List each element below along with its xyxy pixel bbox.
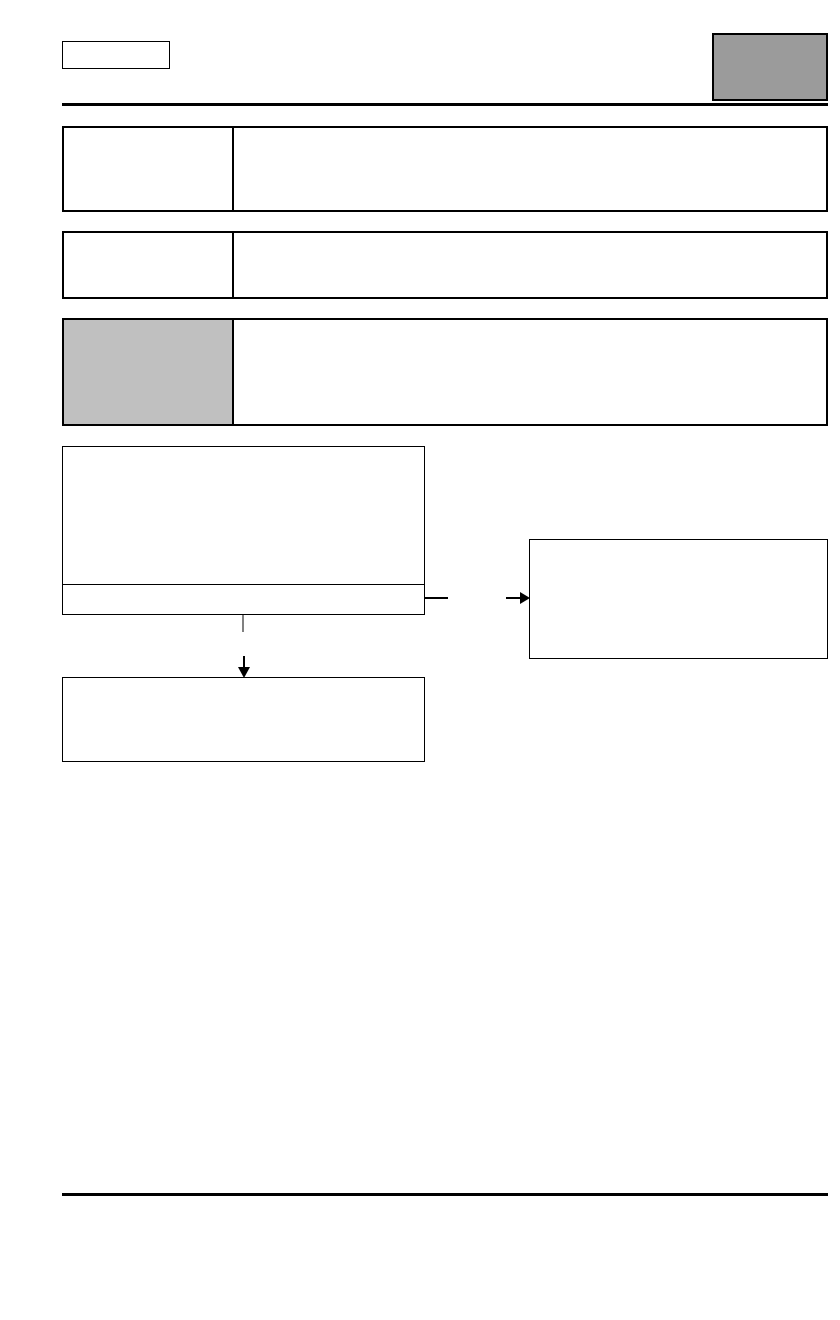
- flow-main-box: [62, 446, 425, 615]
- flow-main-separator: [63, 584, 424, 585]
- info-row-3-label: [64, 320, 232, 424]
- section-tab: [712, 33, 828, 101]
- info-row-1: [62, 126, 828, 212]
- footer-rule: [62, 1193, 828, 1196]
- footer-text: [62, 1200, 828, 1230]
- right-arrow-icon: [520, 592, 530, 604]
- info-row-2: [62, 231, 828, 299]
- header-rule: [62, 103, 828, 106]
- flow-bottom-text: [63, 678, 424, 761]
- reference-box: [62, 41, 170, 69]
- info-row-2-divider: [232, 233, 234, 297]
- flow-bottom-box: [62, 677, 425, 762]
- info-row-3-divider: [232, 320, 234, 424]
- info-row-1-divider: [232, 128, 234, 210]
- flow-right-box: [529, 539, 828, 659]
- down-arrow-icon: [238, 667, 250, 678]
- flow-right-text: [530, 540, 827, 658]
- info-row-3: [62, 318, 828, 426]
